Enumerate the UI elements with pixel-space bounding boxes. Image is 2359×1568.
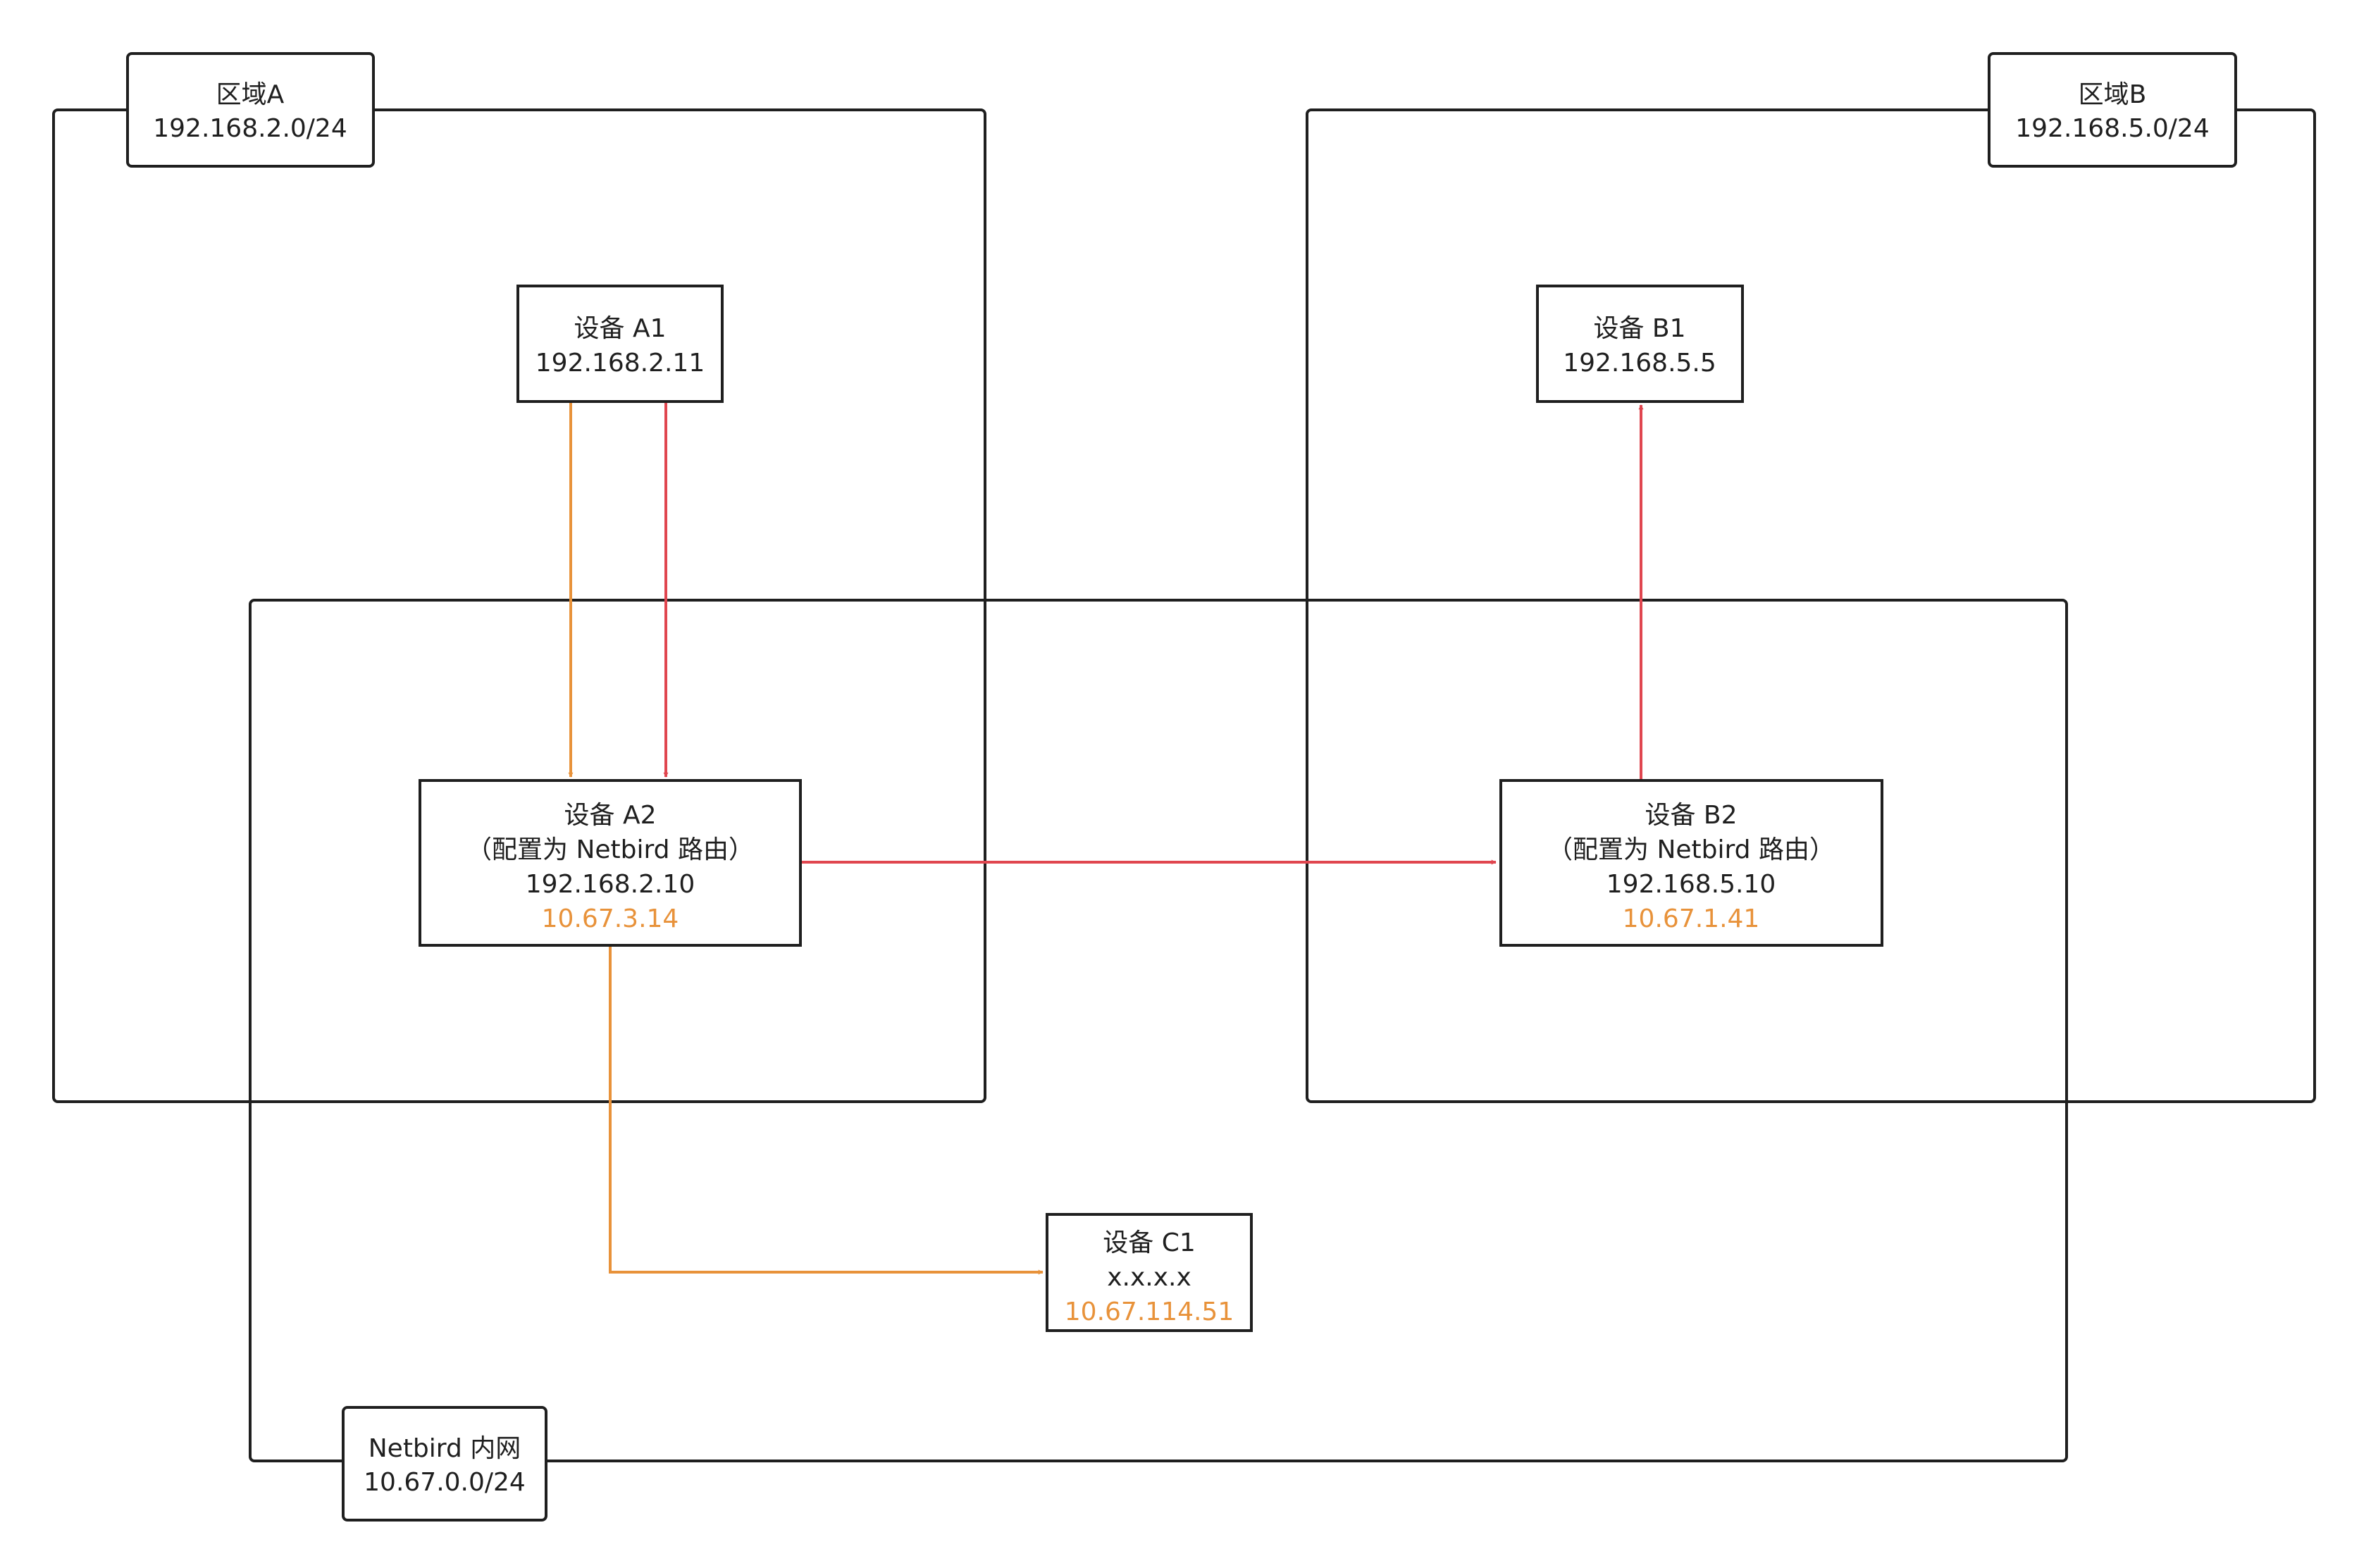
- device-c1-ip: x.x.x.x: [1107, 1263, 1191, 1292]
- device-b2: 设备 B2 （配置为 Netbird 路由） 192.168.5.10 10.6…: [1499, 779, 1883, 947]
- device-b1: 设备 B1 192.168.5.5: [1536, 285, 1744, 403]
- zone-b-name: 区域B: [2079, 80, 2147, 109]
- device-a1-ip: 192.168.2.11: [535, 349, 705, 378]
- device-a2-ip: 192.168.2.10: [526, 870, 695, 899]
- device-c1-netbird-ip: 10.67.114.51: [1065, 1298, 1234, 1326]
- device-a2-role: （配置为 Netbird 路由）: [466, 835, 754, 864]
- zone-a-subnet: 192.168.2.0/24: [153, 114, 347, 143]
- device-a2: 设备 A2 （配置为 Netbird 路由） 192.168.2.10 10.6…: [419, 779, 802, 947]
- zone-a-boundary: [52, 108, 986, 1103]
- device-b2-netbird-ip: 10.67.1.41: [1623, 904, 1760, 933]
- device-c1: 设备 C1 x.x.x.x 10.67.114.51: [1046, 1213, 1253, 1332]
- device-b1-ip: 192.168.5.5: [1563, 349, 1716, 378]
- device-a1: 设备 A1 192.168.2.11: [516, 285, 724, 403]
- device-a2-name: 设备 A2: [564, 801, 657, 830]
- netbird-network-name: Netbird 内网: [369, 1434, 521, 1463]
- device-b1-name: 设备 B1: [1593, 314, 1685, 343]
- zone-a-label: 区域A 192.168.2.0/24: [126, 52, 375, 168]
- device-b2-role: （配置为 Netbird 路由）: [1547, 835, 1835, 864]
- device-a1-name: 设备 A1: [574, 314, 667, 343]
- netbird-network-subnet: 10.67.0.0/24: [364, 1468, 526, 1497]
- device-b2-ip: 192.168.5.10: [1606, 870, 1776, 899]
- zone-b-label: 区域B 192.168.5.0/24: [1988, 52, 2237, 168]
- device-a2-netbird-ip: 10.67.3.14: [542, 904, 679, 933]
- zone-b-subnet: 192.168.5.0/24: [2015, 114, 2210, 143]
- edge-a2-to-c1-orange: [609, 945, 1044, 1275]
- device-c1-name: 设备 C1: [1103, 1228, 1196, 1257]
- netbird-network-boundary: [249, 599, 2068, 1462]
- zone-a-name: 区域A: [216, 80, 285, 109]
- zone-b-boundary: [1306, 108, 2316, 1103]
- netbird-network-label: Netbird 内网 10.67.0.0/24: [342, 1406, 547, 1522]
- device-b2-name: 设备 B2: [1645, 801, 1737, 830]
